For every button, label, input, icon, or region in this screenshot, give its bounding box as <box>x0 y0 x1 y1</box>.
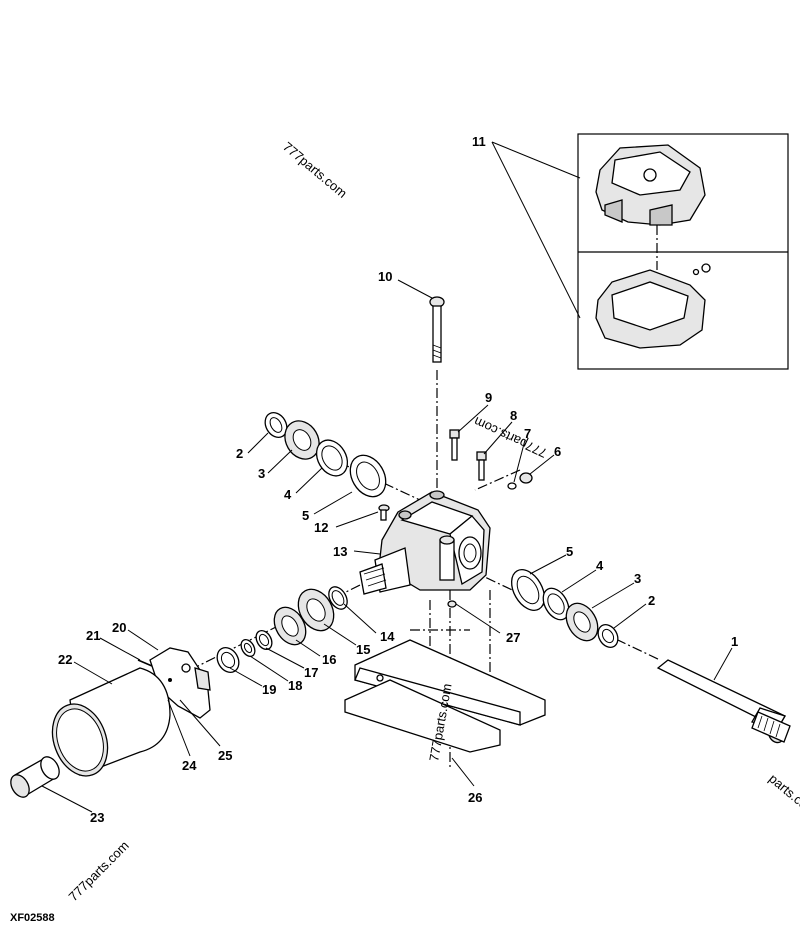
callout-17: 17 <box>304 665 318 680</box>
callout-2-left: 2 <box>236 446 243 461</box>
callout-19: 19 <box>262 682 276 697</box>
fitting-7 <box>507 482 517 490</box>
callout-3-right: 3 <box>634 571 641 586</box>
callout-2-right: 2 <box>648 593 655 608</box>
callout-18: 18 <box>288 678 302 693</box>
callout-12: 12 <box>314 520 328 535</box>
callout-26: 26 <box>468 790 482 805</box>
upper-housing-half <box>595 144 706 226</box>
callout-3-left: 3 <box>258 466 265 481</box>
lower-housing-half <box>595 263 711 349</box>
plug-6 <box>519 472 533 484</box>
bolt-9 <box>449 429 460 461</box>
callout-labels: 1 2 2 3 3 4 4 5 5 6 7 8 9 10 11 12 13 14… <box>58 134 738 825</box>
cylinder-22 <box>51 667 171 777</box>
leader-lines <box>41 141 733 813</box>
callout-15: 15 <box>356 642 370 657</box>
callout-21: 21 <box>86 628 100 643</box>
callout-20: 20 <box>112 620 126 635</box>
right-bearing-stack <box>510 569 619 648</box>
callout-6: 6 <box>554 444 561 459</box>
hub-23 <box>10 756 60 798</box>
callout-4-left: 4 <box>284 487 292 502</box>
pin-21 <box>137 659 153 667</box>
callout-4-right: 4 <box>596 558 604 573</box>
bolt-10 <box>429 296 445 363</box>
fitting-27 <box>447 600 457 608</box>
callout-23: 23 <box>90 810 104 825</box>
shield-20 <box>149 647 211 719</box>
left-upper-bearing-stack <box>264 412 387 498</box>
callout-27: 27 <box>506 630 520 645</box>
shaft-1 <box>656 659 791 744</box>
callout-22: 22 <box>58 652 72 667</box>
gearbox-housing-13 <box>359 490 491 595</box>
callout-24: 24 <box>182 758 197 773</box>
callout-8: 8 <box>510 408 517 423</box>
callout-14: 14 <box>380 629 395 644</box>
callout-1: 1 <box>731 634 738 649</box>
lower-left-bearing-stack <box>216 586 348 673</box>
diagram-code: XF02588 <box>10 912 55 924</box>
watermark-top: 777parts.com <box>280 139 350 201</box>
watermark-bottom-right: parts.com <box>766 771 800 819</box>
callout-5-right: 5 <box>566 544 573 559</box>
callout-7: 7 <box>524 426 531 441</box>
callout-25: 25 <box>218 748 232 763</box>
callout-10: 10 <box>378 269 392 284</box>
housing-inset <box>577 133 789 370</box>
callout-13: 13 <box>333 544 347 559</box>
callout-5-left: 5 <box>302 508 309 523</box>
callout-9: 9 <box>485 390 492 405</box>
watermark-bottom-left: 777parts.com <box>66 838 132 904</box>
mounting-plates <box>344 639 546 753</box>
bolt-8 <box>476 451 487 481</box>
callout-11: 11 <box>472 134 486 149</box>
callout-16: 16 <box>322 652 336 667</box>
screw-12 <box>378 504 390 521</box>
